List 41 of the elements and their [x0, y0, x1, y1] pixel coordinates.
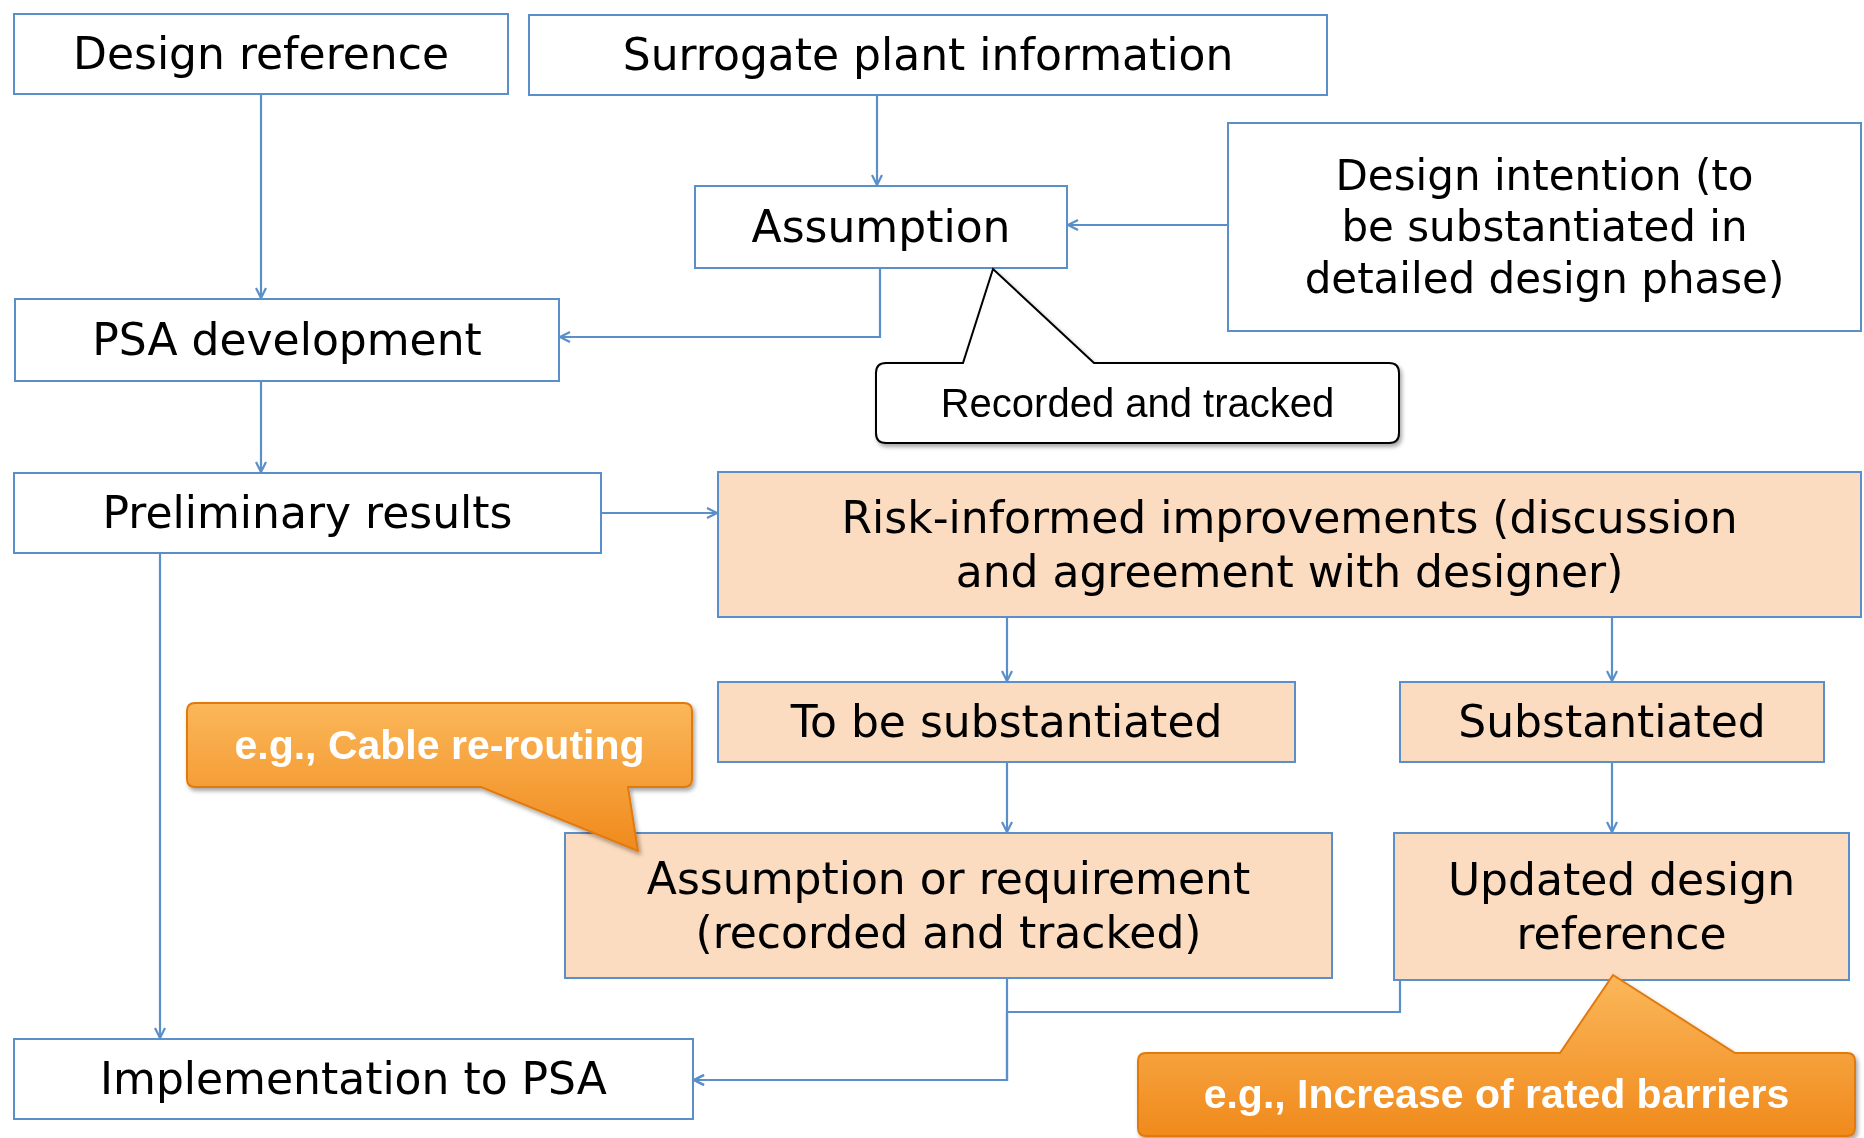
box-text: Updated design reference: [1446, 852, 1797, 961]
process-box: [13, 1038, 694, 1120]
box-text: Assumption or requirement (recorded and tracked): [645, 851, 1252, 960]
callout-text: e.g., Increase of rated barriers: [1203, 1071, 1790, 1118]
arrow: [692, 981, 1402, 1087]
arrow: [1605, 763, 1619, 834]
arrow: [153, 554, 167, 1040]
process-box: [13, 13, 509, 95]
callout-text: Recorded and tracked: [940, 380, 1335, 426]
process-box: [1399, 681, 1825, 763]
process-box: [1227, 122, 1862, 332]
box-text: Design reference: [73, 27, 449, 81]
box-text: PSA development: [92, 313, 482, 367]
box-text: Risk-informed improvements (discussion and agreement with designer): [840, 490, 1739, 599]
process-box: [564, 832, 1333, 979]
box-text: Substantiated: [1458, 695, 1766, 749]
callout: [1138, 975, 1855, 1137]
arrow: [254, 382, 268, 474]
arrow: [870, 96, 884, 187]
process-box: [717, 471, 1862, 618]
box-text: Preliminary results: [102, 486, 513, 540]
process-box: [13, 472, 602, 554]
arrow: [1066, 218, 1227, 232]
box-text: Design intention (to be substantiated in detailed design phase): [1303, 150, 1786, 304]
process-box: [14, 298, 560, 382]
process-box: [528, 14, 1328, 96]
arrow: [1000, 763, 1014, 834]
box-text: Surrogate plant information: [622, 28, 1234, 82]
arrow: [602, 506, 719, 520]
box-text: To be substantiated: [790, 695, 1223, 749]
box-text: Implementation to PSA: [100, 1052, 607, 1106]
callout-text: e.g., Cable re-routing: [234, 721, 645, 769]
box-text: Assumption: [751, 200, 1011, 254]
arrow: [1605, 618, 1619, 683]
arrow: [558, 269, 882, 344]
arrow: [254, 95, 268, 300]
process-box: [717, 681, 1296, 763]
arrow: [1000, 618, 1014, 683]
callout: [187, 703, 692, 851]
process-box: [694, 185, 1068, 269]
process-box: [1393, 832, 1850, 981]
